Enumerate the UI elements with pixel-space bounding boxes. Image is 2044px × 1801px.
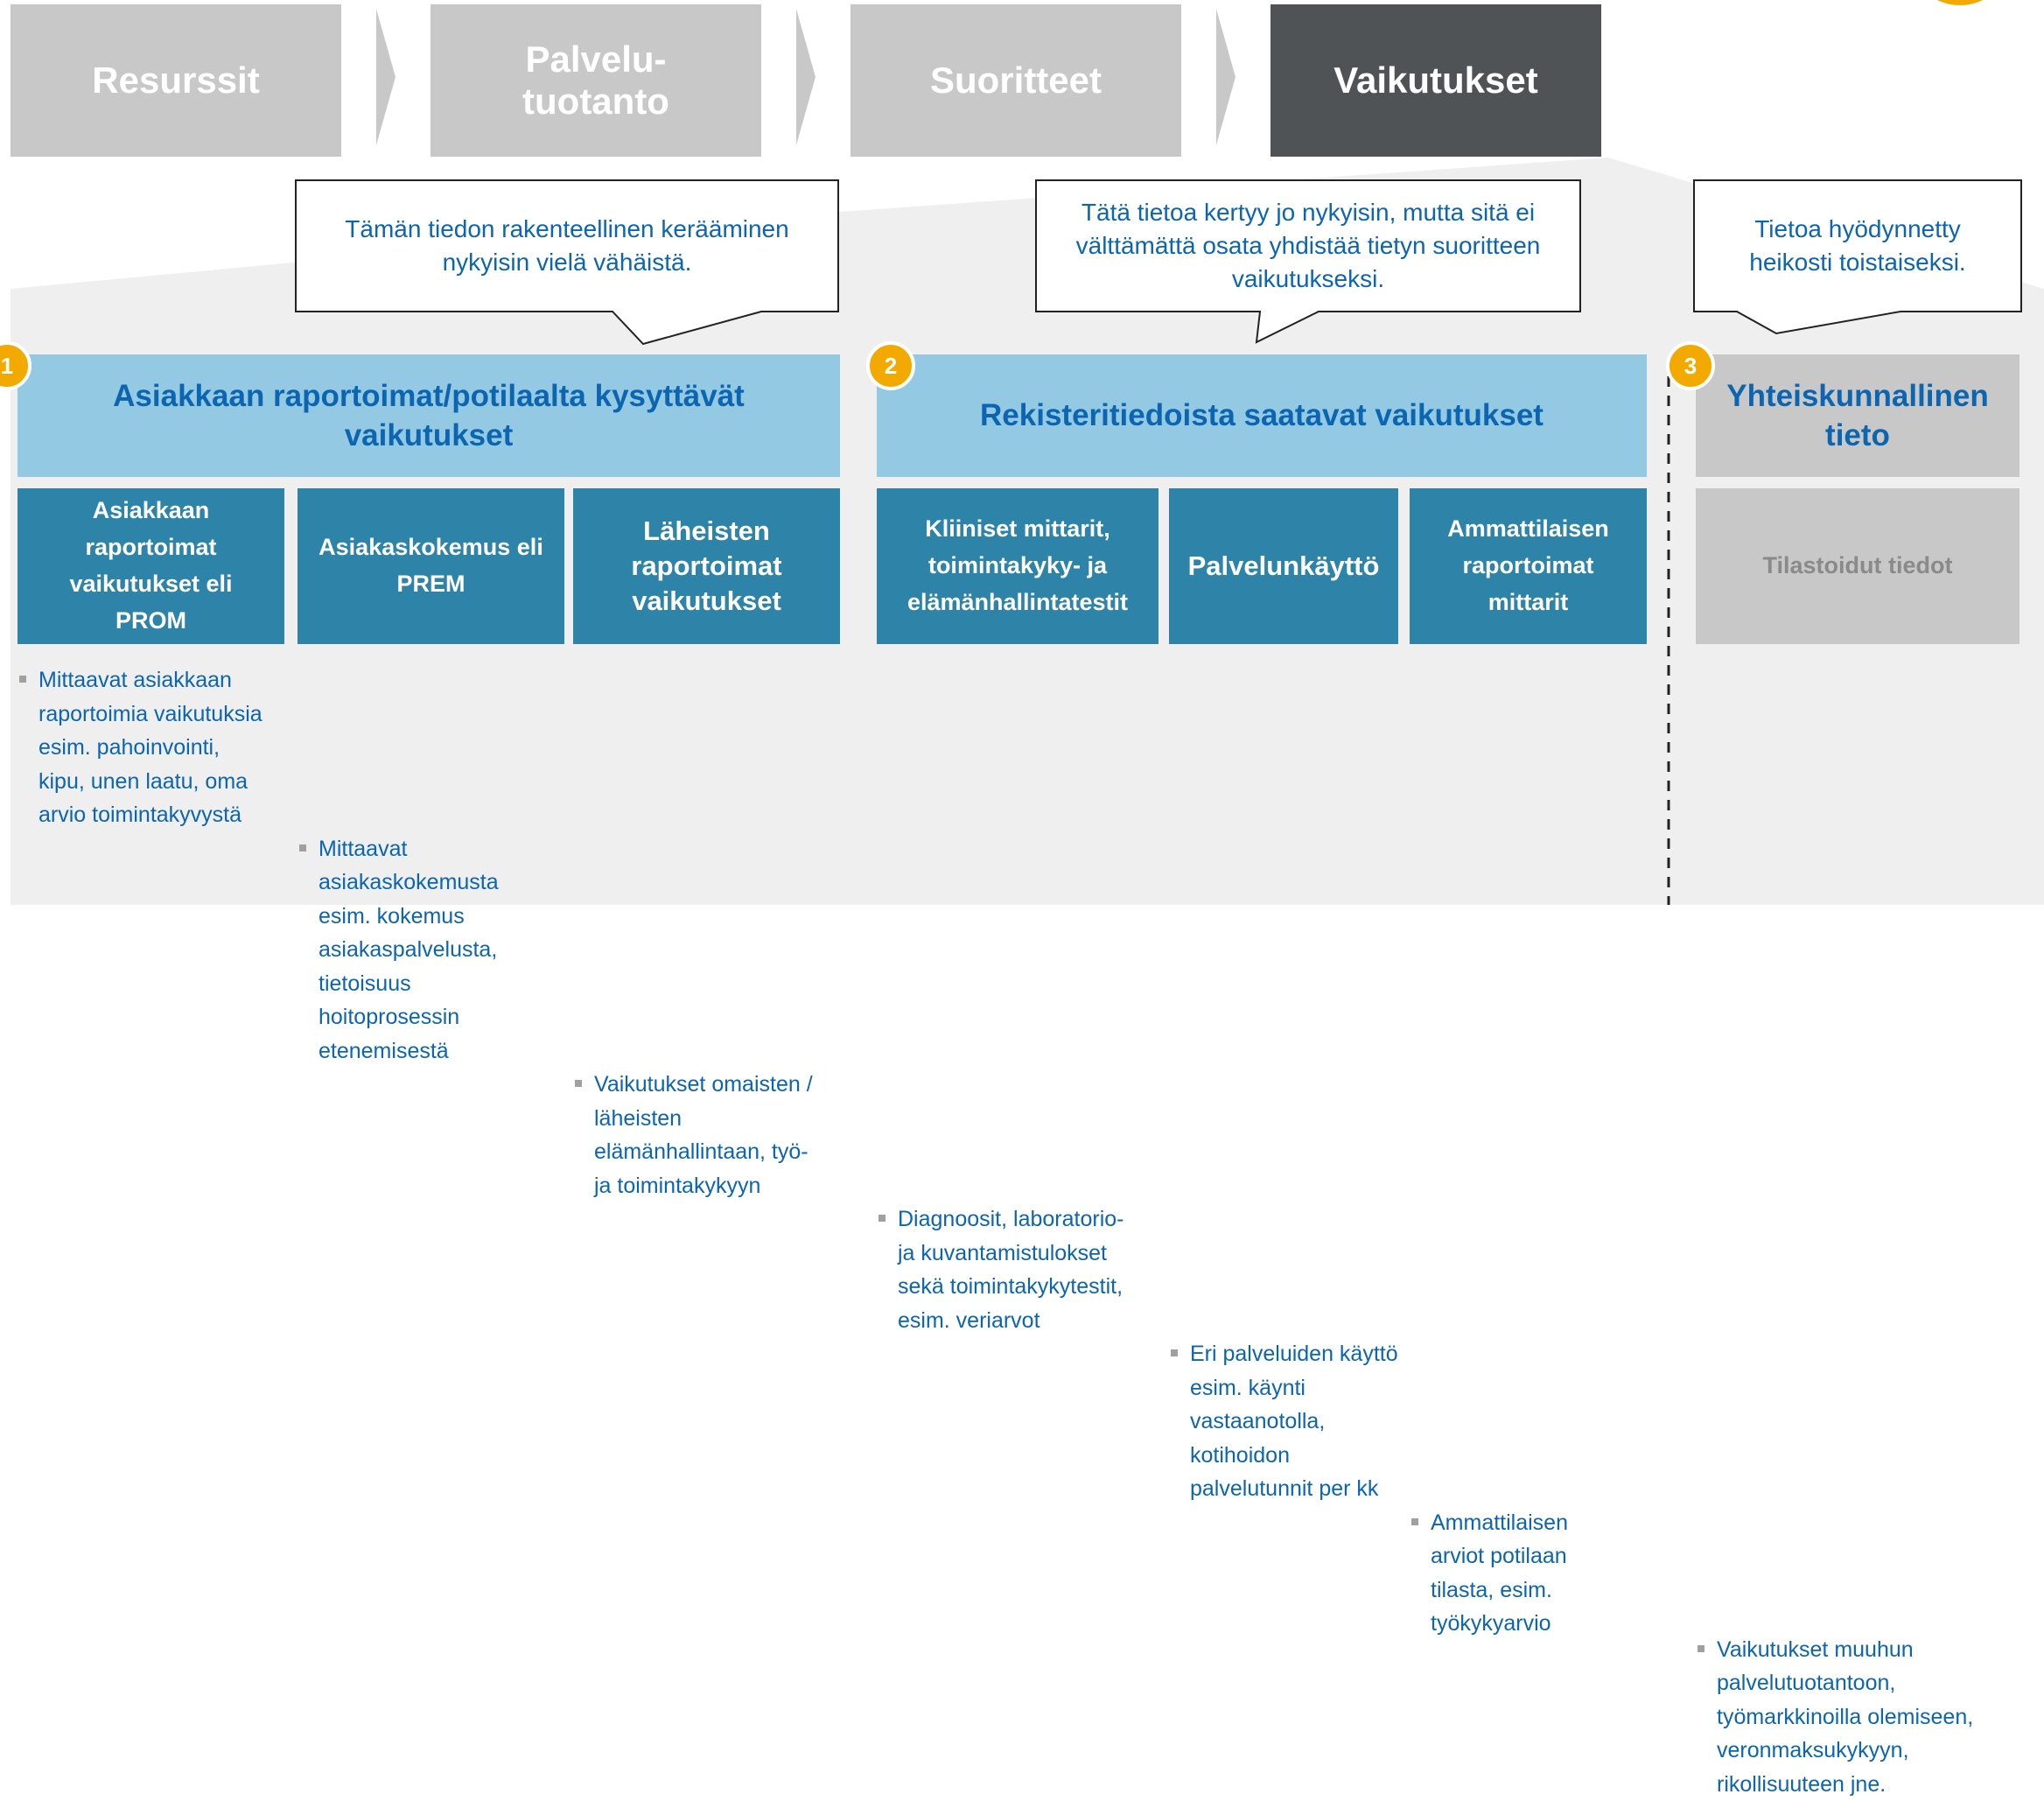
column-ammattilainen-title: Ammattilaisen raportoimat mittarit bbox=[1410, 488, 1647, 644]
column-prom-bullet: Mittaavat asiakkaan raportoimia vaikutuk… bbox=[18, 663, 298, 832]
chevron-arrow-2 bbox=[796, 9, 816, 145]
column-kliiniset-bullet: Diagnoosit, laboratorio- ja kuvantamistu… bbox=[877, 1202, 1166, 1337]
column-ammattilainen-bullet: Ammattilaisen arviot potilaan tilasta, e… bbox=[1410, 1506, 1637, 1641]
stage-suoritteet: Suoritteet bbox=[850, 4, 1181, 157]
callout-1-text: Tämän tiedon rakenteellinen kerääminen n… bbox=[296, 180, 838, 312]
column-tilastoidut-title: Tilastoidut tiedot bbox=[1696, 488, 2020, 644]
column-laheiset-bullet: Vaikutukset omaisten / läheisten elämänh… bbox=[573, 1068, 853, 1202]
stage-palvelutuotanto: Palvelu- tuotanto bbox=[430, 4, 761, 157]
group-3-header: Yhteiskunnallinen tieto bbox=[1696, 354, 2020, 477]
group-2-number-badge: 2 bbox=[866, 341, 915, 390]
stage-resurssit: Resurssit bbox=[10, 4, 341, 157]
column-laheiset-title: Läheisten raportoimat vaikutukset bbox=[573, 488, 840, 644]
column-tilastoidut-bullet: Vaikutukset muuhun palvelutuotantoon, ty… bbox=[1696, 1633, 2037, 1801]
chevron-arrow-3 bbox=[1216, 9, 1236, 145]
column-palvelunkaytto-bullet: Eri palveluiden käyttö esim. käynti vast… bbox=[1169, 1337, 1423, 1506]
callout-2-text: Tätä tietoa kertyy jo nykyisin, mutta si… bbox=[1036, 180, 1580, 312]
column-palvelunkaytto-title: Palvelunkäyttö bbox=[1169, 488, 1398, 644]
column-prom-title: Asiakkaan raportoimat vaikutukset eli PR… bbox=[18, 488, 284, 644]
column-prem-title: Asiakaskokemus eli PREM bbox=[298, 488, 564, 644]
chevron-arrow-1 bbox=[376, 9, 396, 145]
column-prem-bullet: Mittaavat asiakaskokemusta esim. kokemus… bbox=[298, 832, 573, 1069]
callout-3-text: Tietoa hyödynnetty heikosti toistaiseksi… bbox=[1694, 180, 2021, 312]
column-kliiniset-title: Kliiniset mittarit, toimintakyky- ja elä… bbox=[877, 488, 1158, 644]
group-3-number-badge: 3 bbox=[1666, 341, 1715, 390]
stage-vaikutukset: Vaikutukset bbox=[1270, 4, 1601, 157]
group-1-header: Asiakkaan raportoimat/potilaalta kysyttä… bbox=[18, 354, 840, 477]
group-2-header: Rekisteritiedoista saatavat vaikutukset bbox=[877, 354, 1647, 477]
